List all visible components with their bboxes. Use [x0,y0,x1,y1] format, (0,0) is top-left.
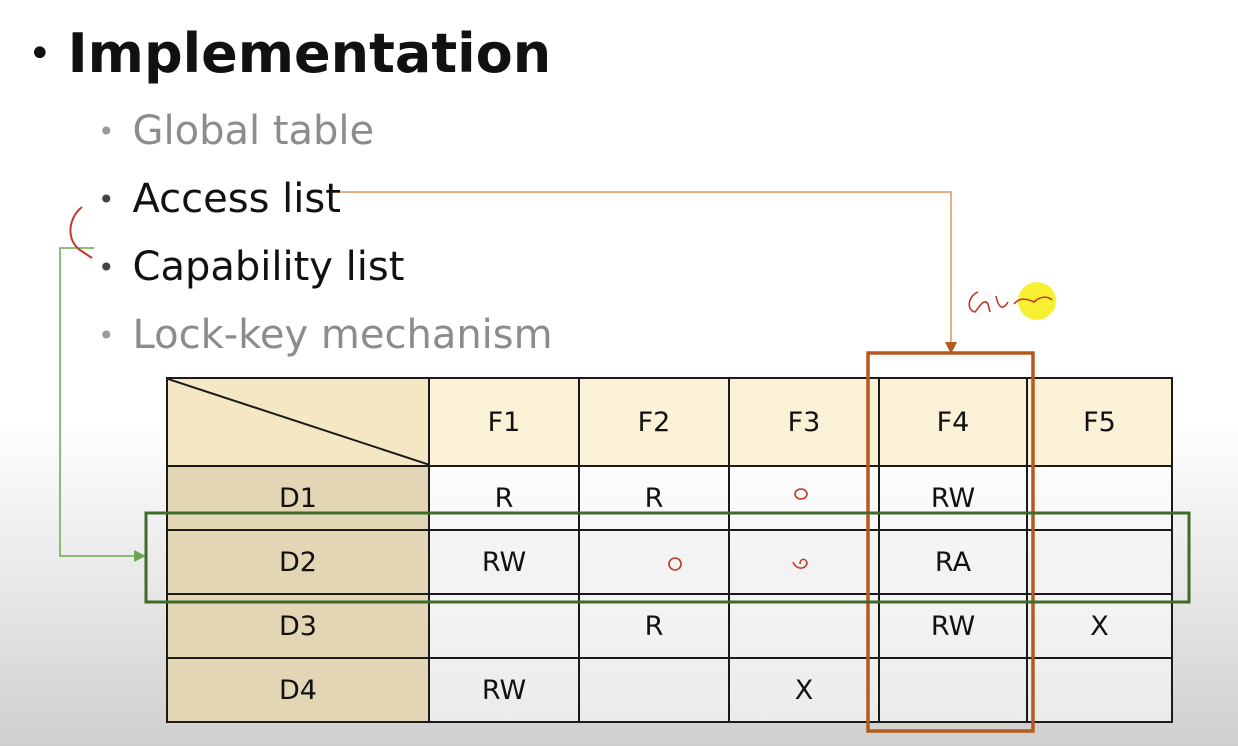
matrix-cell: RA [878,529,1028,595]
bullet-label: Capability list [132,244,405,290]
diagonal-line-icon [168,379,430,465]
matrix-cell [878,657,1028,723]
matrix-cell [728,593,880,659]
bracket-scribble-icon [69,206,93,259]
bullet-label: Lock-key mechanism [132,312,553,358]
matrix-corner-cell [166,377,430,467]
matrix-cell [728,465,880,531]
bullet-dot-icon: • [98,318,115,352]
matrix-cell [428,593,580,659]
matrix-cell [1026,657,1173,723]
matrix-cell: R [578,593,730,659]
matrix-cell: X [1026,593,1173,659]
row-header: D1 [166,465,430,531]
matrix-cell [578,657,730,723]
title-bullet-icon: • [28,30,52,77]
bullet-global-table: • Global table [98,108,374,154]
bullet-capability-list: • Capability list [98,244,404,290]
row-header: D2 [166,529,430,595]
matrix-row: D4 RW X [166,657,1173,723]
handwritten-scribble-icon [968,291,1053,313]
matrix-cell: RW [878,465,1028,531]
matrix-cell: X [728,657,880,723]
matrix-cell [578,529,730,595]
bullet-lock-key: • Lock-key mechanism [98,312,553,358]
column-header: F3 [728,377,880,467]
bullet-label: Access list [132,176,341,222]
matrix-cell [1026,529,1173,595]
matrix-cell: R [428,465,580,531]
matrix-cell: RW [878,593,1028,659]
matrix-header-row: F1 F2 F3 F4 F5 [166,377,1173,467]
column-header: F5 [1026,377,1173,467]
bullet-label: Global table [132,108,375,154]
column-header: F2 [578,377,730,467]
matrix-row: D3 R RW X [166,593,1173,659]
row-header: D4 [166,657,430,723]
bullet-dot-icon: • [98,250,115,284]
slide-title-text: Implementation [67,22,552,85]
bullet-dot-icon: • [98,114,115,148]
bullet-access-list: • Access list [98,176,341,222]
capability-list-arrow [59,247,146,562]
slide-title: • Implementation [28,22,551,85]
matrix-cell: R [578,465,730,531]
matrix-cell: RW [428,529,580,595]
matrix-cell: RW [428,657,580,723]
row-header: D3 [166,593,430,659]
matrix-cell [1026,465,1173,531]
matrix-row: D1 R R RW [166,465,1173,531]
column-header: F1 [428,377,580,467]
bullet-dot-icon: • [98,182,115,216]
matrix-row: D2 RW RA [166,529,1173,595]
matrix-cell [728,529,880,595]
access-matrix: F1 F2 F3 F4 F5 D1 R R RW D2 RW RA D3 R R… [166,377,1173,723]
highlighter-cursor-icon [1018,282,1056,320]
column-header: F4 [878,377,1028,467]
